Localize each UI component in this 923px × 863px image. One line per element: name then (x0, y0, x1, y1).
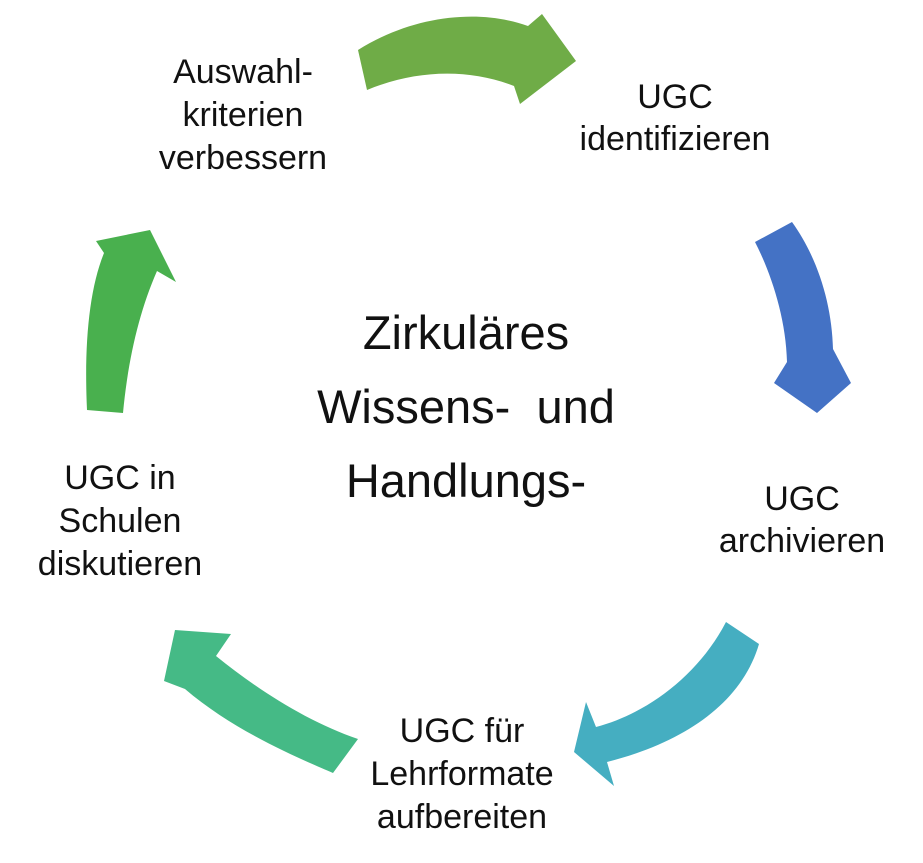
node-label-ugc-identifizieren: UGC identifizieren (580, 76, 771, 160)
node-label-ugc-archivieren: UGC archivieren (719, 478, 885, 562)
node-label-line: Schulen (58, 502, 182, 540)
node-label-line: aufbereiten (376, 798, 548, 836)
node-label-line: kriterien (182, 96, 304, 134)
curved-arrow-bottom-right-icon (574, 622, 759, 786)
node-label-line: Auswahl- (173, 53, 313, 91)
node-label-line: UGC (637, 78, 713, 116)
curved-arrow-left-icon (86, 230, 176, 413)
curved-arrow-bottom-left-icon (164, 630, 358, 773)
curved-arrow-right-icon (755, 222, 851, 413)
node-label-line: verbessern (158, 139, 328, 177)
diagram-title-line: Handlungs- (345, 454, 587, 507)
diagram-title: Zirkuläres Wissens- und Handlungs- (317, 296, 615, 518)
node-label-line: identifizieren (579, 120, 771, 158)
node-label-line: Lehrformate (370, 755, 554, 793)
node-label-line: diskutieren (37, 545, 203, 583)
node-label-line: UGC für (399, 712, 525, 750)
curved-arrow-top-icon (358, 14, 576, 104)
node-label-line: UGC in (64, 459, 176, 497)
node-label-ugc-fuer-lehrformate-aufbereiten: UGC für Lehrformate aufbereiten (370, 710, 553, 839)
diagram-title-line: Wissens- und (317, 380, 615, 433)
node-label-line: archivieren (718, 522, 886, 560)
node-label-auswahlkriterien-verbessern: Auswahl- kriterien verbessern (159, 51, 327, 180)
node-label-ugc-in-schulen-diskutieren: UGC in Schulen diskutieren (38, 457, 202, 586)
diagram-title-line: Zirkuläres (362, 306, 570, 359)
node-label-line: UGC (764, 480, 840, 518)
